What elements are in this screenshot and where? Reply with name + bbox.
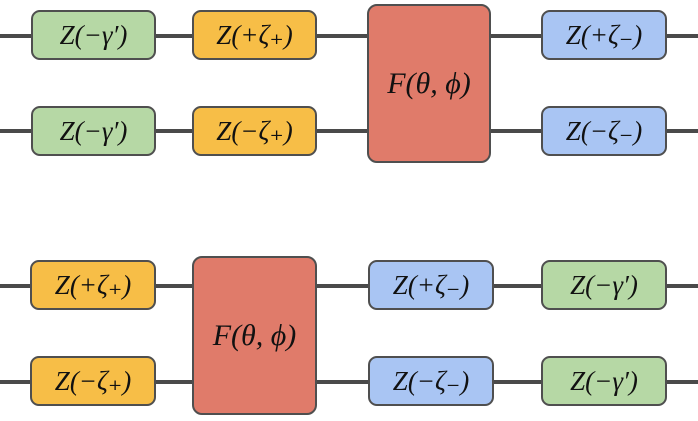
top-wire1-gate-plus-zeta-plus: Z(+ζ₊) — [192, 10, 317, 60]
top-wire1-gate-neg-gamma: Z(−γ′) — [31, 10, 156, 60]
bottom-wire2-gate-neg-gamma: Z(−γ′) — [541, 356, 667, 406]
top-two-qubit-gate-F: F(θ, ϕ) — [367, 4, 491, 163]
bottom-wire1-gate-neg-gamma: Z(−γ′) — [541, 260, 667, 310]
bottom-wire-1 — [0, 284, 698, 288]
top-wire2-gate-minus-zeta-minus: Z(−ζ₋) — [541, 106, 667, 156]
bottom-two-qubit-gate-F: F(θ, ϕ) — [192, 256, 317, 415]
bottom-wire1-gate-plus-zeta-minus: Z(+ζ₋) — [368, 260, 494, 310]
bottom-wire-2 — [0, 380, 698, 384]
top-wire2-gate-minus-zeta-plus: Z(−ζ₊) — [192, 106, 317, 156]
top-wire-1 — [0, 34, 698, 38]
top-wire2-gate-neg-gamma: Z(−γ′) — [31, 106, 156, 156]
bottom-wire2-gate-minus-zeta-minus: Z(−ζ₋) — [368, 356, 494, 406]
bottom-wire2-gate-minus-zeta-plus: Z(−ζ₊) — [30, 356, 156, 406]
top-wire-2 — [0, 129, 698, 133]
bottom-wire1-gate-plus-zeta-plus: Z(+ζ₊) — [30, 260, 156, 310]
top-wire1-gate-plus-zeta-minus: Z(+ζ₋) — [541, 10, 667, 60]
